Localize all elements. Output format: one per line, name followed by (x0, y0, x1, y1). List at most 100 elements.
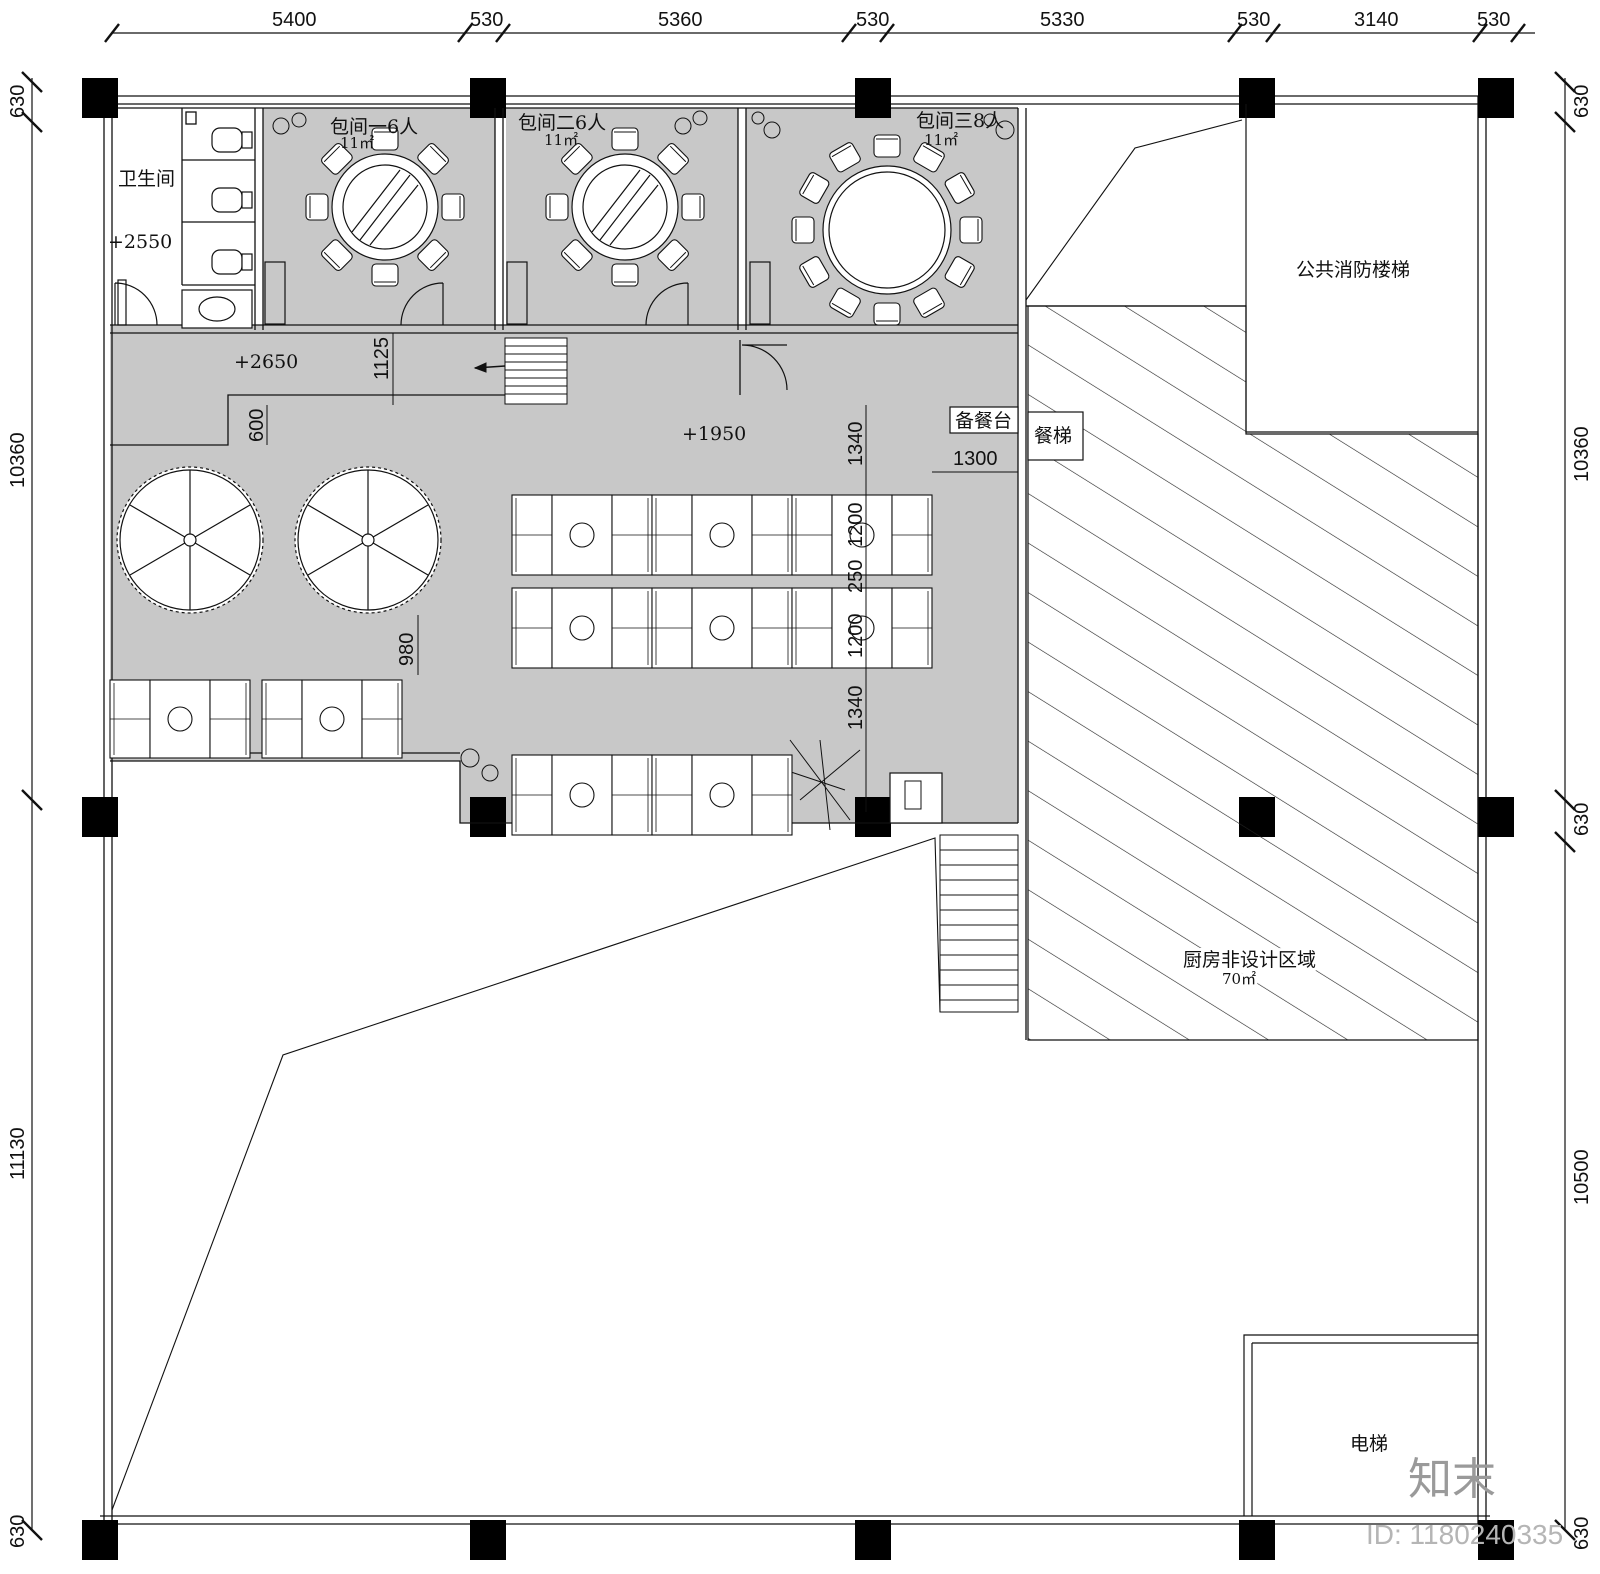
stairs-internal (473, 337, 568, 405)
chair (417, 143, 449, 175)
kiosk-inner (904, 780, 922, 810)
chair (873, 134, 901, 158)
column (82, 1520, 118, 1560)
dim-1200-b: 1200 (845, 614, 867, 659)
booth (791, 587, 933, 669)
chair (681, 193, 705, 221)
toilet (211, 249, 243, 275)
column (1239, 1520, 1275, 1560)
dumbwaiter-box (1027, 411, 1084, 461)
chair (829, 142, 861, 173)
booth (651, 754, 793, 836)
chair (799, 256, 830, 288)
chair (944, 256, 975, 288)
dim-top-1: 5400 (272, 9, 317, 31)
dim-1340-top: 1340 (845, 422, 867, 467)
dim-left-3: 11130 (7, 1127, 29, 1180)
dim-top-2: 530 (470, 9, 503, 31)
dim-left-2: 10360 (7, 432, 29, 488)
elevator-room (1243, 1334, 1478, 1516)
private-room-2-table (571, 153, 679, 261)
chair (799, 172, 830, 204)
column (1478, 797, 1514, 837)
void-outline (111, 119, 1243, 1511)
column (82, 797, 118, 837)
toilet (211, 187, 243, 213)
restroom-label: 卫生间 (118, 168, 175, 190)
column (1478, 78, 1514, 118)
dim-top-8: 530 (1477, 9, 1510, 31)
dim-top-7: 3140 (1354, 9, 1399, 31)
umbrella-table-2 (294, 466, 442, 614)
chair (791, 216, 815, 244)
service-station-label: 备餐台 (955, 410, 1012, 432)
chair (657, 239, 689, 271)
dim-left-1: 630 (7, 85, 29, 118)
restroom-fixtures (181, 127, 253, 329)
booth (791, 494, 933, 576)
toilet (211, 127, 243, 153)
chair (371, 263, 399, 287)
dim-1300: 1300 (953, 448, 998, 470)
kitchen-area (1027, 305, 1479, 1041)
booth-seating (109, 494, 933, 836)
chair (371, 127, 399, 151)
chair (829, 287, 861, 318)
column (855, 78, 891, 118)
room-3-area: 11㎡ (924, 131, 958, 149)
chair (611, 127, 639, 151)
fire-stairs-label: 公共消防楼梯 (1296, 259, 1410, 281)
watermark-logo: 知末 (1408, 1455, 1496, 1504)
watermark-id: ID: 1180240335 (1366, 1519, 1563, 1550)
dim-top-5: 5330 (1040, 9, 1085, 31)
dim-right-2: 10360 (1571, 426, 1593, 482)
booth (511, 587, 653, 669)
booth (651, 494, 793, 576)
chair (657, 143, 689, 175)
booth (109, 679, 251, 759)
chair (561, 239, 593, 271)
dim-250: 250 (845, 560, 867, 593)
dim-top-4: 530 (856, 9, 889, 31)
chair (321, 143, 353, 175)
kitchen-label: 厨房非设计区域 (1183, 949, 1316, 971)
room-1-area: 11㎡ (340, 134, 374, 152)
chair (873, 302, 901, 326)
elevation-2550: +2550 (108, 231, 172, 253)
dim-1340-bottom: 1340 (845, 686, 867, 731)
column (1239, 78, 1275, 118)
chair (959, 216, 983, 244)
column (470, 78, 506, 118)
chair (561, 143, 593, 175)
column (1478, 1520, 1514, 1560)
private-room-3-table (822, 165, 952, 295)
dimension-lines (31, 32, 1566, 1530)
dumbwaiter-label: 餐梯 (1034, 425, 1072, 447)
booth (261, 679, 403, 759)
chair (913, 142, 945, 173)
chair (321, 239, 353, 271)
service-station-box (949, 406, 1019, 434)
dim-1125: 1125 (371, 337, 393, 380)
column (855, 797, 891, 837)
dimension-ticks (21, 23, 1576, 1541)
elevation-1950: +1950 (682, 423, 746, 445)
room-3-name: 包间三8人 (916, 110, 1004, 132)
dim-right-4: 10500 (1571, 1149, 1593, 1205)
dim-600: 600 (246, 409, 268, 442)
room-1-name: 包间一6人 (330, 116, 418, 138)
dim-right-5: 630 (1571, 1517, 1593, 1550)
chair (417, 239, 449, 271)
chair (944, 172, 975, 204)
dim-top-3: 5360 (658, 9, 703, 31)
chair (913, 287, 945, 318)
kitchen-area-label: 70㎡ (1222, 970, 1256, 988)
column (82, 78, 118, 118)
room-2-name: 包间二6人 (518, 112, 606, 134)
interior-dim-lines (266, 333, 1018, 812)
dim-right-1: 630 (1571, 85, 1593, 118)
private-room-1-table (331, 153, 439, 261)
booth (511, 494, 653, 576)
chairs (305, 127, 983, 326)
